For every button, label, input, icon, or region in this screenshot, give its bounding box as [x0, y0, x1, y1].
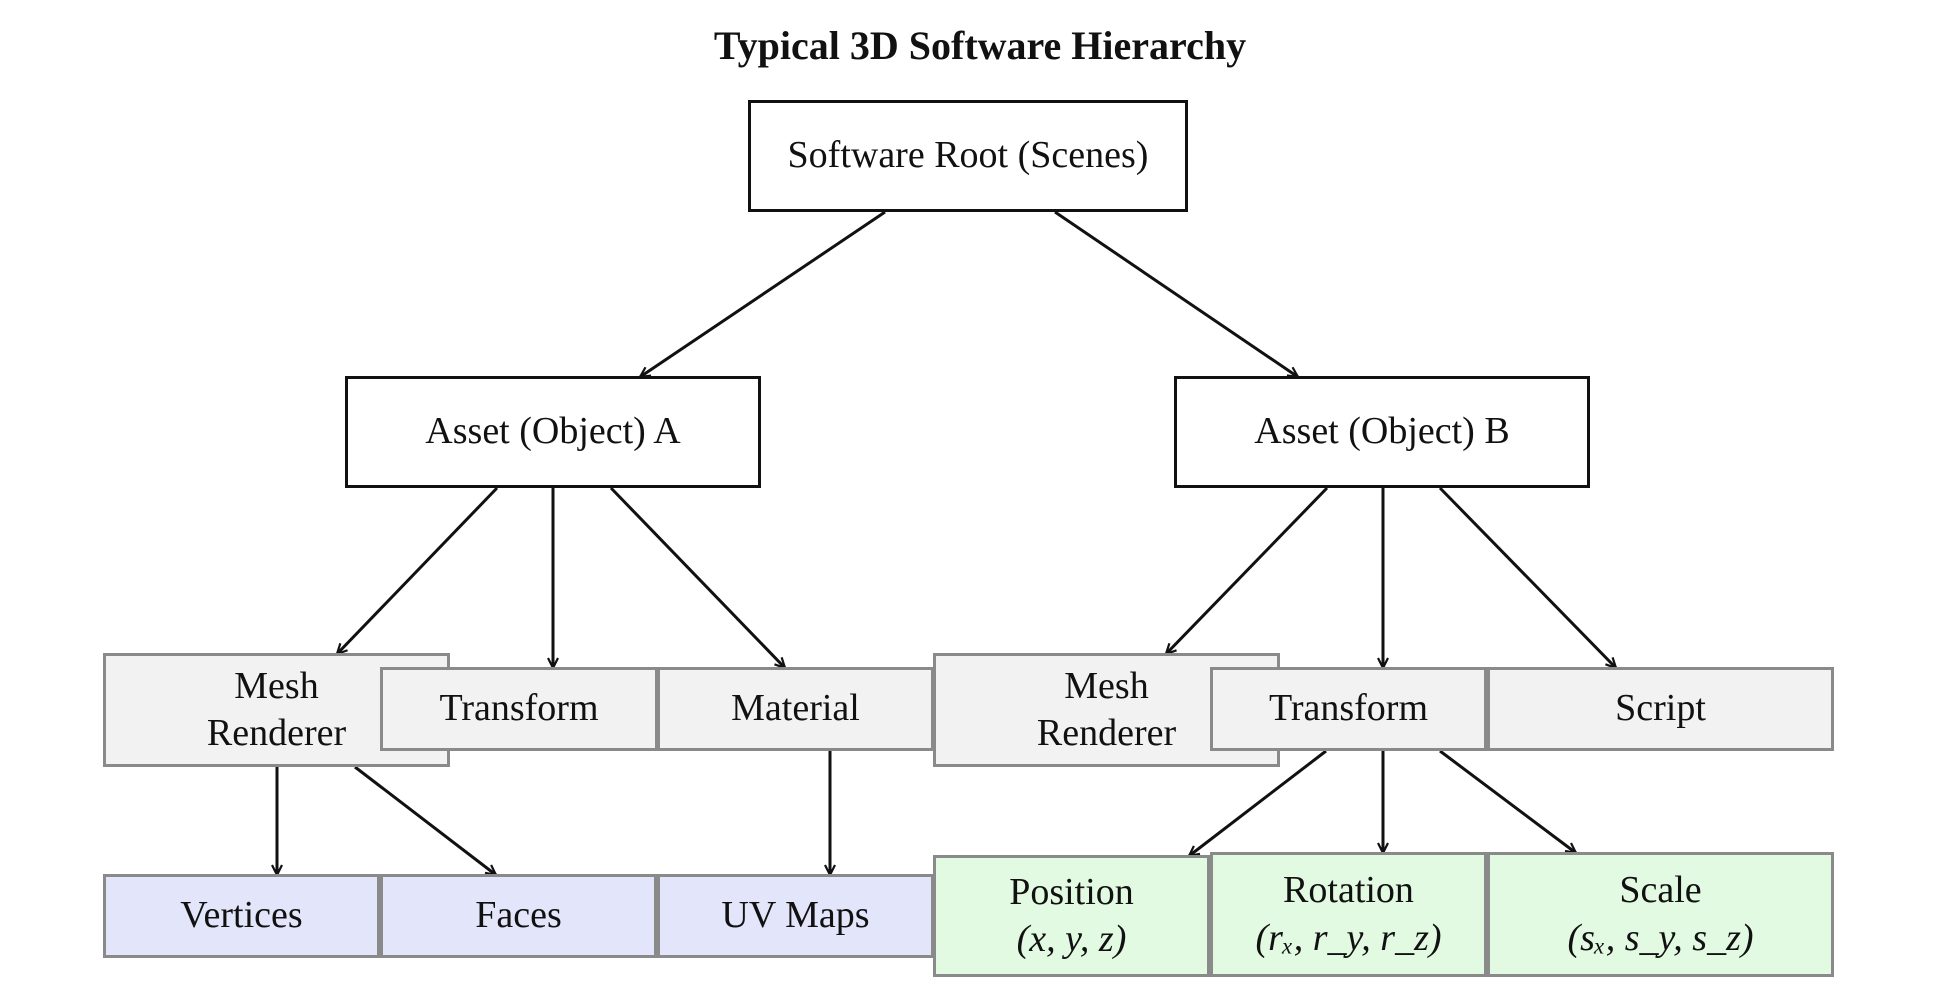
node-transform-b: Transform — [1210, 667, 1487, 751]
rotation-vector: (rₓ, r_y, r_z) — [1255, 916, 1442, 959]
edge-root-asset-b — [1054, 210, 1298, 377]
node-software-root: Software Root (Scenes) — [748, 100, 1188, 212]
scale-vector: (sₓ, s_y, s_z) — [1567, 916, 1754, 959]
node-uv-maps: UV Maps — [657, 874, 934, 958]
edge-mesh-faces — [354, 765, 496, 875]
node-position: Position (x, y, z) — [933, 855, 1210, 977]
node-asset-a: Asset (Object) A — [345, 376, 761, 488]
node-rotation: Rotation (rₓ, r_y, r_z) — [1210, 852, 1487, 977]
node-vertices: Vertices — [103, 874, 380, 958]
edge-asset-a-material — [609, 486, 785, 668]
node-faces: Faces — [380, 874, 657, 958]
node-script: Script — [1487, 667, 1834, 751]
edge-transform-position — [1189, 749, 1327, 856]
edge-asset-a-mesh — [337, 486, 499, 654]
edge-root-asset-a — [640, 210, 886, 377]
edge-asset-b-script — [1438, 486, 1616, 668]
node-asset-b: Asset (Object) B — [1174, 376, 1590, 488]
edge-asset-b-mesh — [1166, 486, 1329, 654]
position-vector: (x, y, z) — [1016, 918, 1127, 960]
node-material: Material — [657, 667, 934, 751]
node-transform-a: Transform — [380, 667, 658, 751]
edge-transform-scale — [1439, 749, 1576, 853]
node-scale: Scale (sₓ, s_y, s_z) — [1487, 852, 1834, 977]
diagram-title: Typical 3D Software Hierarchy — [713, 23, 1247, 68]
